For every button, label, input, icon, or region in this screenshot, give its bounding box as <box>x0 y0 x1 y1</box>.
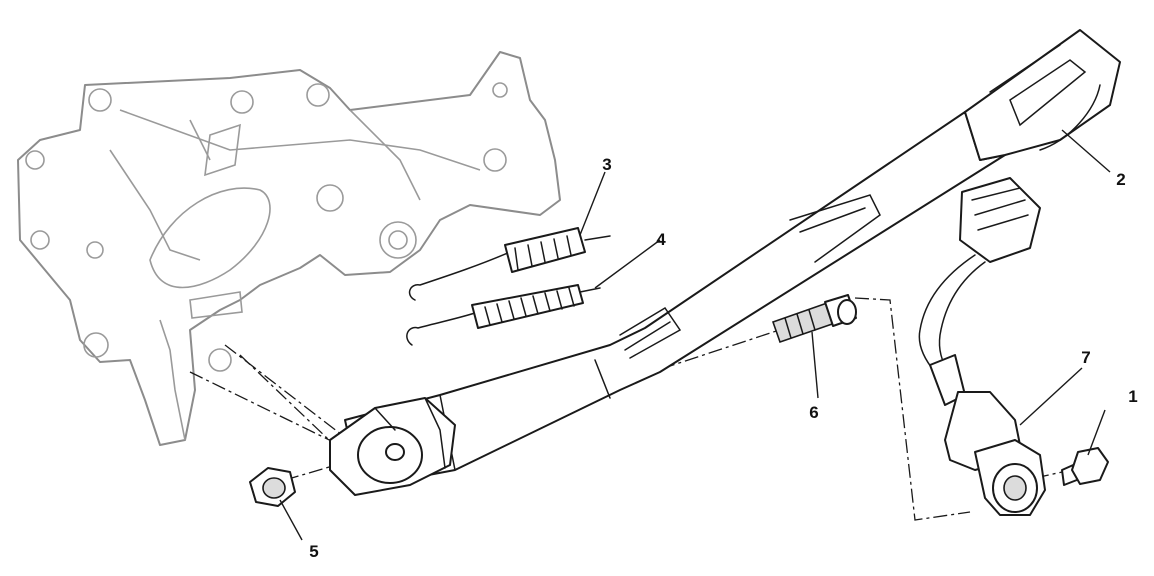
side-stand-sensor <box>918 177 1046 516</box>
callout-1: 1 <box>1128 387 1137 406</box>
callout-7: 7 <box>1081 348 1090 367</box>
frame-bracket <box>17 51 561 446</box>
nut <box>249 467 296 507</box>
bolt <box>1061 447 1109 486</box>
callout-6: 6 <box>809 403 818 422</box>
callout-3: 3 <box>602 155 611 174</box>
leader-lines <box>279 129 1111 541</box>
spring-3 <box>408 227 611 301</box>
stand-pivot-head <box>329 397 456 496</box>
assembly-lines <box>189 297 1081 521</box>
callout-labels: 1 2 3 4 5 6 7 <box>309 155 1137 561</box>
pivot-pin <box>771 294 857 344</box>
callout-4: 4 <box>656 230 666 249</box>
spring-4 <box>406 284 601 346</box>
side-stand-leg <box>344 29 1121 489</box>
callout-5: 5 <box>309 542 318 561</box>
callout-2: 2 <box>1116 170 1125 189</box>
